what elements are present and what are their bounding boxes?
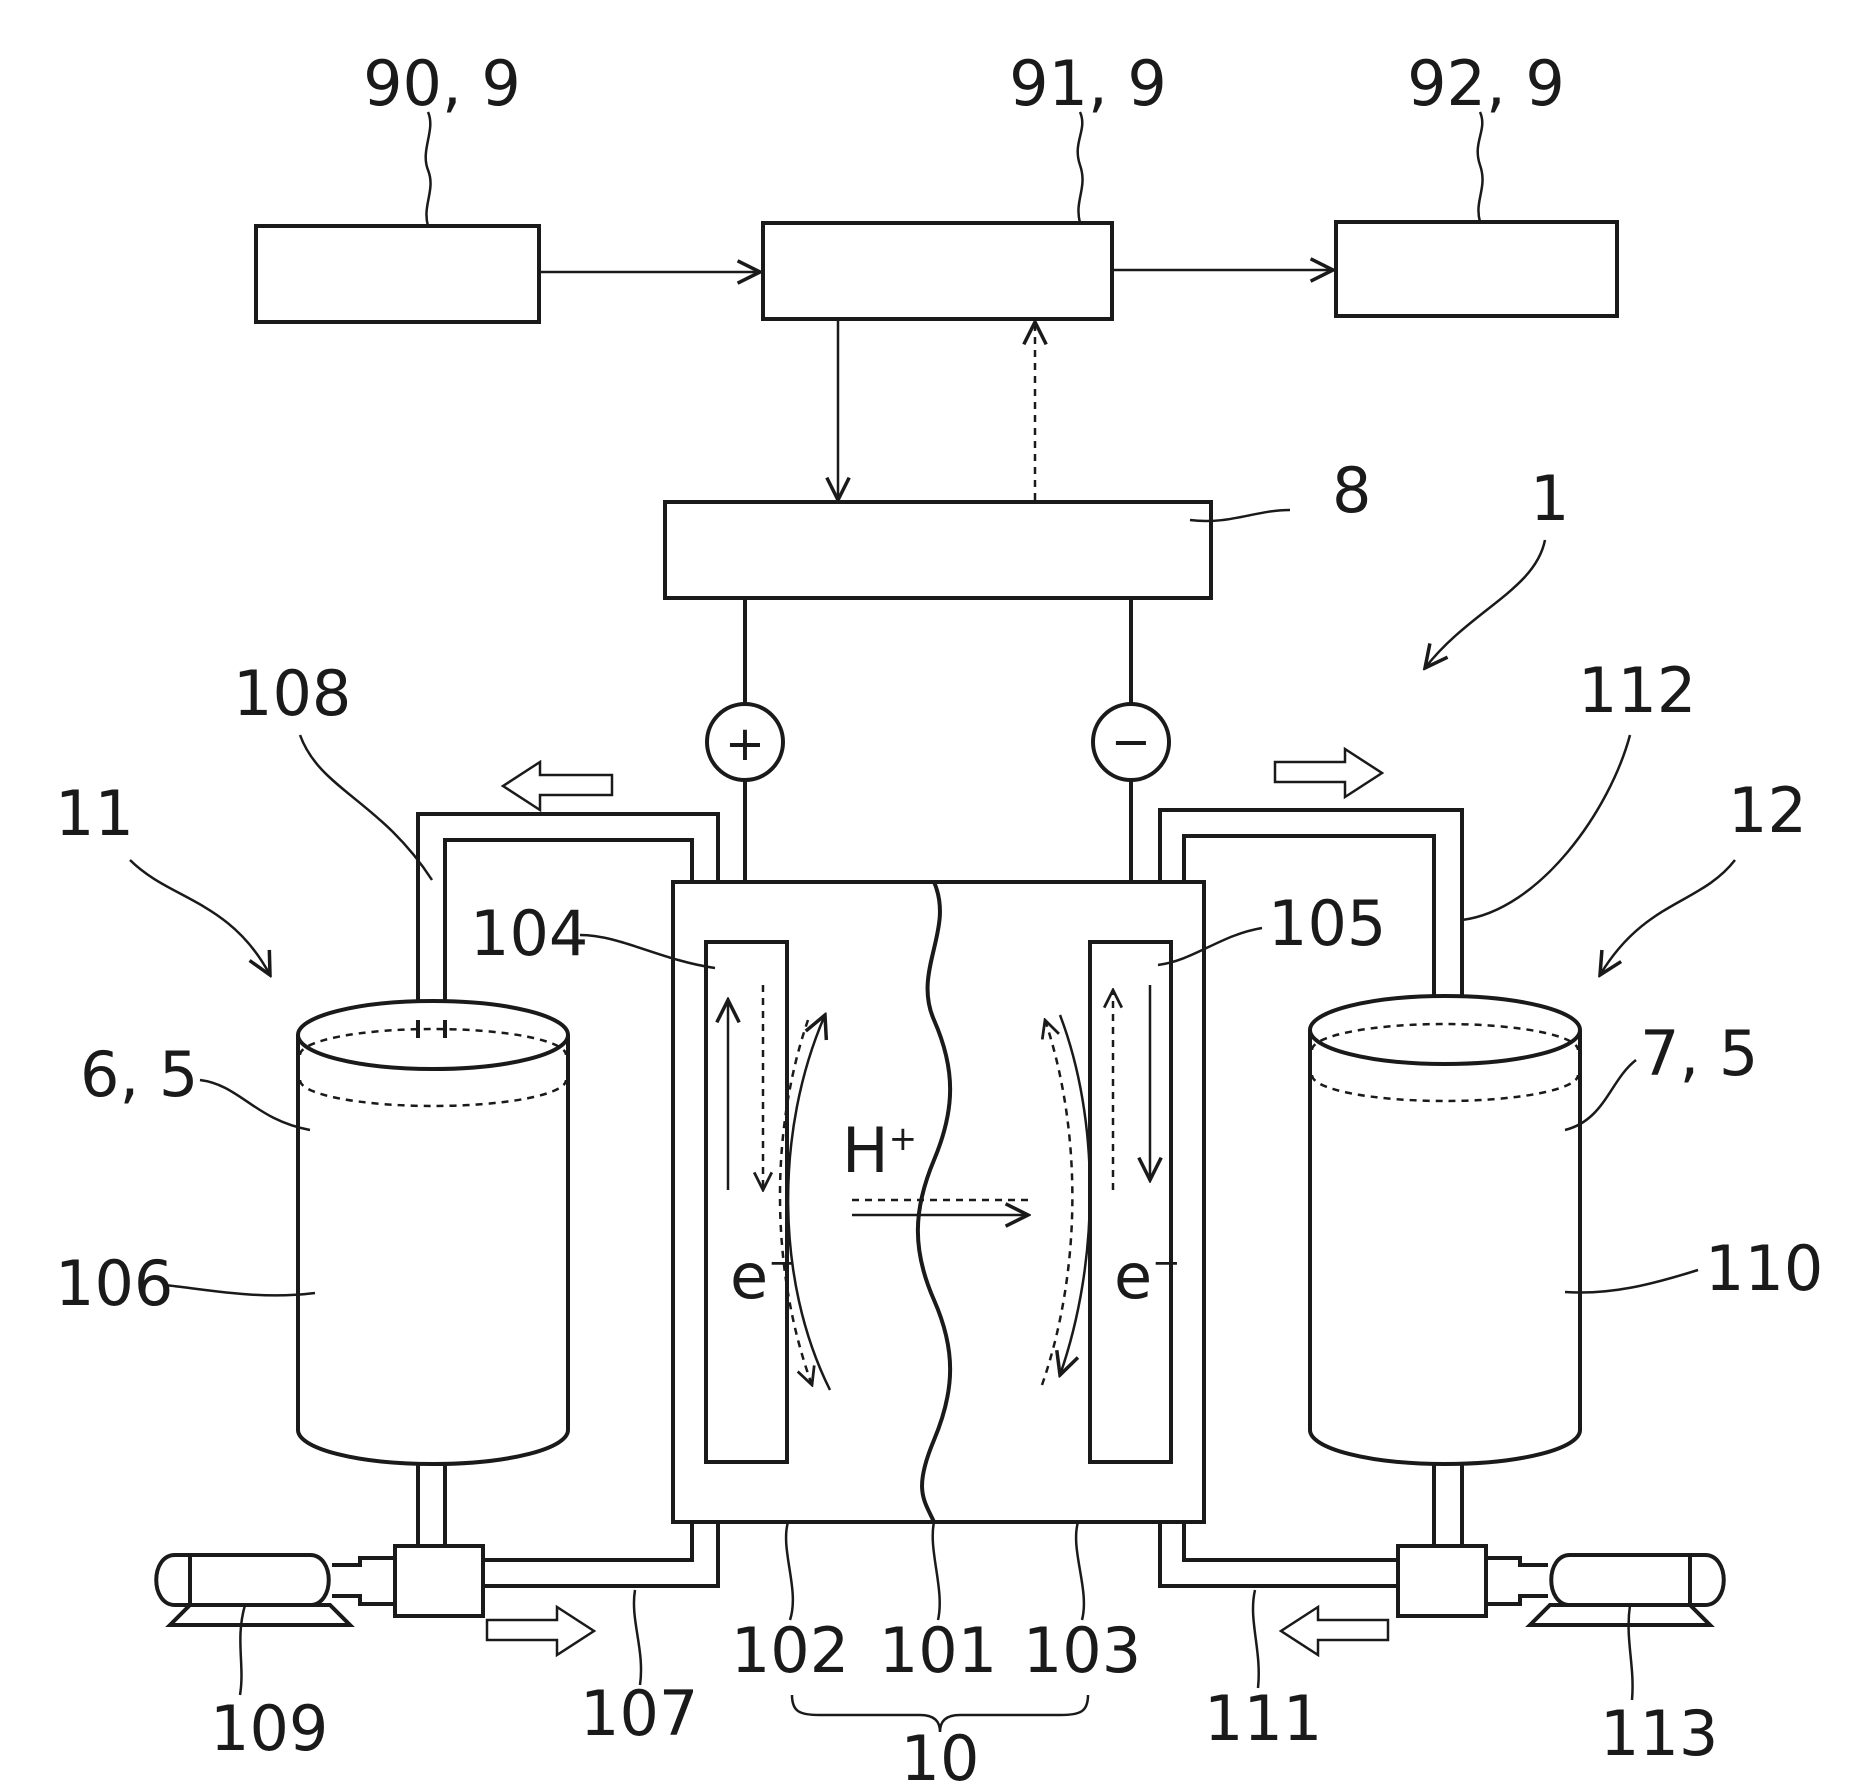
negative-inlet-pipe (1160, 1522, 1398, 1586)
positive-inlet-pipe (483, 1522, 718, 1586)
flow-arrow-left-top (503, 762, 612, 810)
controller-block-90: 90, 9 (256, 47, 539, 322)
leader-102 (786, 1522, 793, 1620)
controller-block-92: 92, 9 (1336, 47, 1617, 316)
leader-103 (1076, 1522, 1084, 1620)
positive-pump-assembly (156, 1462, 483, 1625)
label-8: 8 (1332, 454, 1371, 527)
label-112: 112 (1578, 654, 1696, 727)
label-107: 107 (580, 1677, 698, 1750)
flow-arrow-left-bottom (487, 1607, 594, 1655)
label-101: 101 (879, 1614, 997, 1687)
leader-112 (1462, 735, 1630, 920)
power-converter-8: 8 (665, 454, 1371, 598)
negative-pump-assembly (1398, 1462, 1724, 1625)
leader-113 (1629, 1605, 1633, 1700)
leader-11 (130, 860, 270, 975)
negative-electrode (1090, 942, 1171, 1462)
label-6-5: 6, 5 (80, 1038, 198, 1111)
controller-block-91: 91, 9 (763, 47, 1167, 319)
label-103: 103 (1023, 1614, 1141, 1687)
label-111: 111 (1204, 1682, 1322, 1755)
label-92-9: 92, 9 (1407, 47, 1565, 120)
negative-tank (1310, 996, 1580, 1464)
label-91-9: 91, 9 (1009, 47, 1167, 120)
label-1: 1 (1530, 462, 1569, 535)
label-10: 10 (901, 1722, 980, 1785)
label-7-5: 7, 5 (1640, 1017, 1758, 1090)
leader-106 (165, 1285, 315, 1295)
positive-terminal: + (707, 704, 783, 780)
label-104: 104 (470, 897, 588, 970)
label-110: 110 (1705, 1232, 1823, 1305)
leader-12 (1600, 860, 1735, 975)
system-label-1: 1 (1425, 462, 1569, 668)
label-102: 102 (731, 1614, 849, 1687)
positive-electrode (706, 942, 787, 1462)
leader-110 (1565, 1270, 1698, 1293)
negative-terminal: − (1093, 704, 1169, 780)
flow-arrow-right-bottom (1281, 1607, 1388, 1655)
leader-6-5 (200, 1080, 310, 1130)
label-12: 12 (1728, 774, 1807, 847)
label-113: 113 (1600, 1697, 1718, 1770)
label-105: 105 (1268, 887, 1386, 960)
battery-cell (673, 882, 1204, 1522)
label-90-9: 90, 9 (363, 47, 521, 120)
label-109: 109 (210, 1692, 328, 1765)
leader-107 (634, 1590, 641, 1685)
label-108: 108 (233, 657, 351, 730)
leader-111 (1253, 1590, 1259, 1688)
positive-tank (298, 1001, 568, 1464)
leader-108 (300, 735, 432, 880)
plus-symbol: + (725, 716, 765, 772)
label-11: 11 (55, 777, 134, 850)
leader-101 (933, 1522, 940, 1620)
flow-arrow-right-top (1275, 749, 1382, 797)
label-106: 106 (55, 1247, 173, 1320)
minus-symbol: − (1111, 714, 1151, 770)
leader-109 (240, 1605, 245, 1695)
